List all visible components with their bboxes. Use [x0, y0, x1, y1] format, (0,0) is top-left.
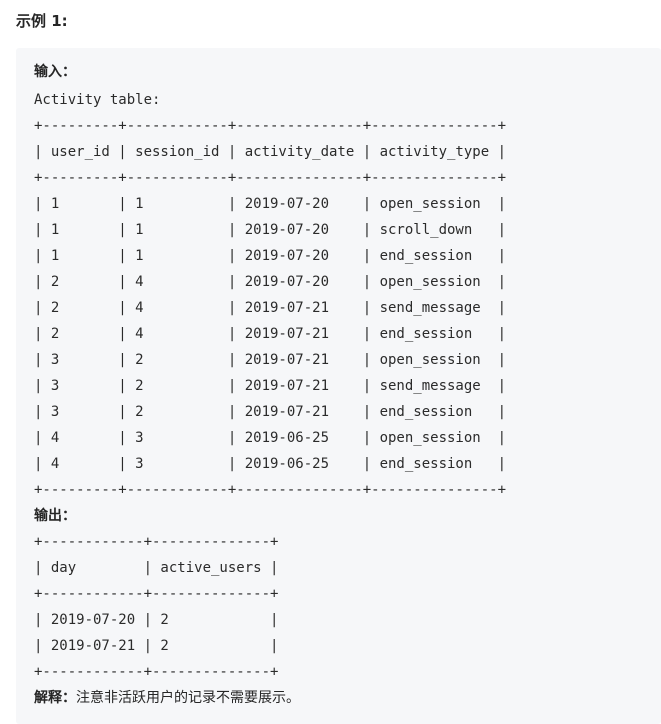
input-table-border-top: +---------+------------+---------------+…	[34, 118, 507, 134]
table-row: | 1 | 1 | 2019-07-20 | end_session |	[34, 248, 507, 264]
output-table-border-bottom: +------------+--------------+	[34, 664, 279, 680]
output-table-header: | day | active_users |	[34, 560, 279, 576]
table-row: | 3 | 2 | 2019-07-21 | end_session |	[34, 404, 507, 420]
table-row: | 4 | 3 | 2019-06-25 | open_session |	[34, 430, 507, 446]
explanation-label: 解释：	[34, 690, 76, 706]
output-table-border-mid: +------------+--------------+	[34, 586, 279, 602]
table-row: | 3 | 2 | 2019-07-21 | send_message |	[34, 378, 507, 394]
example-heading: 示例 1:	[16, 12, 68, 30]
table-row: | 1 | 1 | 2019-07-20 | scroll_down |	[34, 222, 507, 238]
output-table-border-top: +------------+--------------+	[34, 534, 279, 550]
table-title: Activity table:	[34, 92, 161, 108]
table-row: | 2019-07-20 | 2 |	[34, 612, 279, 628]
table-row: | 2 | 4 | 2019-07-21 | end_session |	[34, 326, 507, 342]
table-row: | 3 | 2 | 2019-07-21 | open_session |	[34, 352, 507, 368]
table-row: | 4 | 3 | 2019-06-25 | end_session |	[34, 456, 507, 472]
table-row: | 2 | 4 | 2019-07-20 | open_session |	[34, 274, 507, 290]
input-table-border-bottom: +---------+------------+---------------+…	[34, 482, 507, 498]
input-table-header: | user_id | session_id | activity_date |…	[34, 144, 507, 160]
input-table-border-mid: +---------+------------+---------------+…	[34, 170, 507, 186]
table-row: | 1 | 1 | 2019-07-20 | open_session |	[34, 196, 507, 212]
table-row: | 2 | 4 | 2019-07-21 | send_message |	[34, 300, 507, 316]
table-row: | 2019-07-21 | 2 |	[34, 638, 279, 654]
explanation: 解释：注意非活跃用户的记录不需要展示。	[34, 688, 300, 708]
output-label: 输出：	[34, 508, 76, 524]
explanation-text: 注意非活跃用户的记录不需要展示。	[76, 690, 300, 706]
input-label: 输入：	[34, 64, 76, 80]
example-code-block: 输入： Activity table: +---------+---------…	[16, 48, 661, 724]
